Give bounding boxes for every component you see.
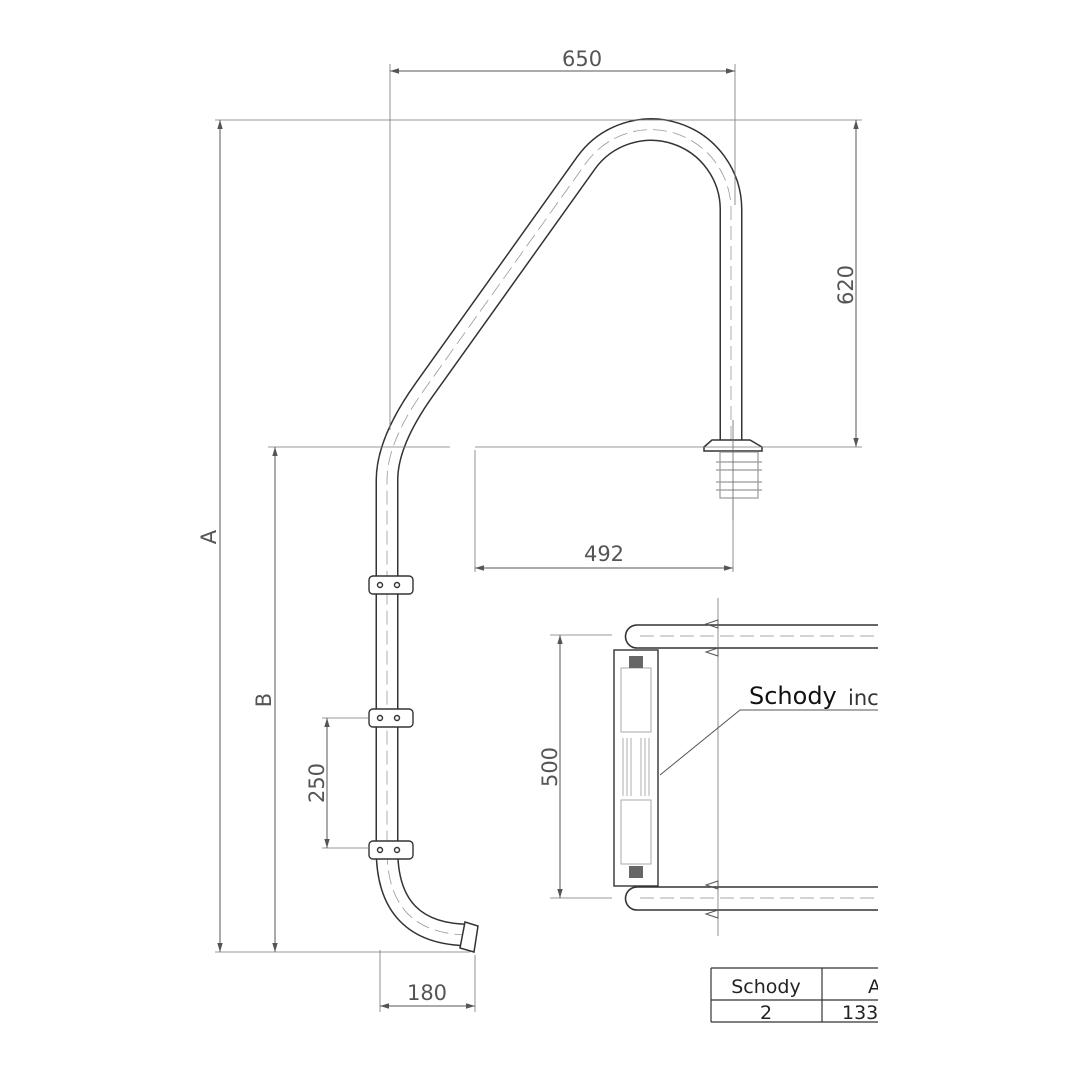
step-bolts [368, 575, 414, 860]
table-cell-a: 133 [842, 1002, 878, 1024]
dim-a: A [197, 529, 221, 544]
foot-flare [459, 921, 479, 953]
dimension-lines [215, 64, 862, 1012]
table-header-schody: Schody [731, 976, 800, 998]
dim-492: 492 [584, 542, 624, 566]
dim-b: B [252, 693, 276, 707]
dim-620: 620 [834, 265, 858, 305]
handrail-tube [375, 118, 743, 947]
dim-250: 250 [305, 763, 329, 803]
table-header-a: A [868, 976, 881, 998]
dimension-table [710, 967, 878, 1023]
table-cell-steps: 2 [760, 1002, 772, 1024]
top-view [550, 598, 878, 936]
dim-180: 180 [407, 981, 447, 1005]
callout-label: Schody [749, 682, 837, 710]
callout-suffix: inc [848, 686, 879, 710]
dim-650: 650 [562, 47, 602, 71]
dim-500: 500 [538, 747, 562, 787]
